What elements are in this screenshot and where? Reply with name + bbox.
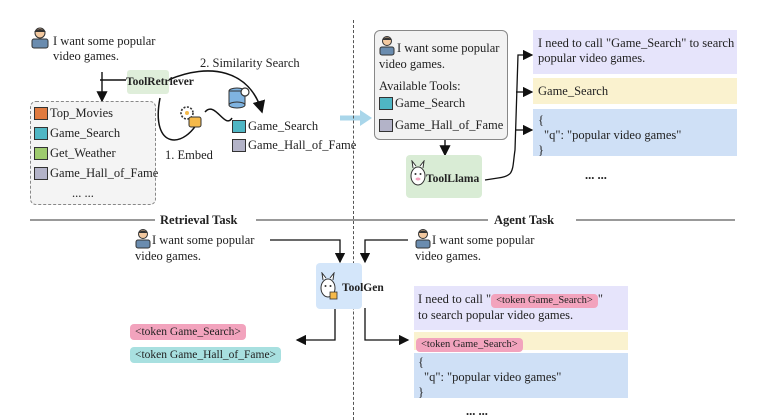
tool-retriever-label: ToolRetriever (126, 76, 194, 88)
tool-retriever-box (127, 70, 169, 94)
arrow-embed-b (204, 108, 233, 122)
agent-input-box (374, 30, 508, 140)
agent-query: I want some popular (397, 41, 500, 55)
agent-call-box (533, 78, 737, 104)
toolgen-label: ToolGen (342, 282, 384, 294)
agent-args-box (533, 109, 737, 156)
vertical-divider (353, 20, 354, 420)
embed-label: 1. Embed (165, 148, 213, 162)
arrow-toolgen-to-outputs (364, 308, 410, 346)
retrieved-tokens: <token Game_Search> <token Game_Hall_of_… (130, 322, 282, 363)
bottom-query-left-line2: video games. (135, 249, 201, 263)
trophy-icon (34, 167, 48, 180)
arrow-out-thought (484, 49, 534, 181)
tool-item-game-hall: Game_Hall_of_Fame (34, 166, 158, 186)
user-icon (135, 229, 151, 249)
llama-icon (410, 160, 426, 186)
similarity-search-label: 2. Similarity Search (200, 56, 300, 70)
tool-list-box (30, 101, 156, 205)
token-game-search: <token Game_Search> (130, 324, 246, 340)
tool-item-get-weather: Get_Weather (34, 146, 158, 166)
agent-tool-game-search: Game_Search (379, 96, 465, 111)
tool-item-top-movies: Top_Movies (34, 106, 158, 126)
agent-call: Game_Search (538, 84, 609, 98)
retrieved-game-search: Game_Search (232, 119, 356, 138)
toolgen-thought-line2: to search popular video games. (418, 308, 574, 322)
film-icon (34, 107, 48, 120)
toolgen-thought: I need to call "<token Game_Search>" (418, 292, 603, 308)
embedding-icon (180, 106, 202, 128)
agent-task-title: Agent Task (494, 213, 555, 227)
toolllama-label: ToolLlama (426, 173, 480, 185)
toolgen-args-box (414, 353, 628, 398)
tool-list: Top_Movies Game_Search Get_Weather Game_… (34, 106, 158, 201)
arrow-bottom-left-query (270, 239, 346, 264)
user-icon (415, 229, 431, 249)
retrieved-game-hall: Game_Hall_of_Fame (232, 138, 356, 157)
arrow-toolgen-to-tokens (295, 308, 336, 346)
query-top-left: I want some popular video games. (53, 34, 156, 63)
llama-icon (320, 272, 338, 300)
database-icon (228, 87, 250, 109)
toolgen-call: <token Game_Search> (416, 334, 523, 352)
agent-query-line2: video games. (379, 57, 445, 71)
user-icon (379, 36, 395, 56)
tool-list-more: ... ... (72, 186, 94, 200)
toolgen-more: ... ... (466, 404, 488, 418)
agent-thought-box (533, 30, 737, 74)
agent-more: ... ... (585, 168, 607, 182)
tool-item-game-search: Game_Search (34, 126, 158, 146)
token-inline-game-search: <token Game_Search> (491, 294, 598, 308)
token-game-hall-of-fame: <token Game_Hall_of_Fame> (130, 347, 282, 363)
weather-icon (34, 147, 48, 160)
agent-tool-game-hall: Game_Hall_of_Fame (379, 118, 503, 133)
bottom-query-left-line1: I want some popular (152, 233, 255, 247)
retrieval-task-title: Retrieval Task (160, 213, 238, 227)
trophy-icon (232, 139, 246, 152)
arrow-similarity-search (167, 70, 266, 114)
toolgen-thought-box (414, 286, 628, 330)
token-call-game-search: <token Game_Search> (416, 338, 523, 352)
user-icon (31, 27, 49, 49)
agent-thought: I need to call "Game_Search" to search p… (538, 36, 735, 65)
bottom-query-right-line2: video games. (415, 249, 481, 263)
trophy-icon (379, 119, 393, 132)
gamepad-icon (379, 97, 393, 110)
gamepad-icon (34, 127, 48, 140)
toolgen-args: { "q": "popular video games" } (418, 355, 562, 399)
agent-args: { "q": "popular video games" } (538, 113, 682, 157)
gamepad-icon (232, 120, 246, 133)
arrow-bottom-right-query (359, 239, 408, 264)
available-tools-label: Available Tools: (379, 79, 461, 93)
retrieved-list: Game_Search Game_Hall_of_Fame (232, 119, 356, 157)
bottom-query-right-line1: I want some popular (432, 233, 535, 247)
